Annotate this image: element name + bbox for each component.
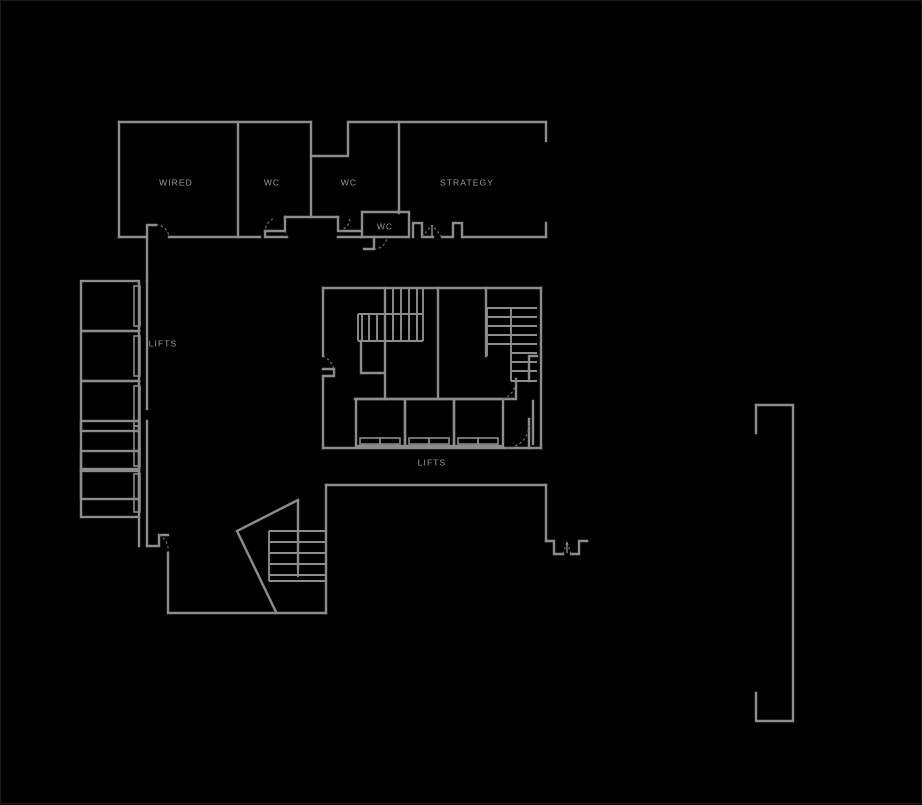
- room-label-strategy: STRATEGY: [440, 177, 494, 187]
- core-label-lifts-west: LIFTS: [149, 338, 178, 348]
- central-stair: [357, 288, 424, 342]
- south-block-walls: [324, 483, 589, 615]
- room-label-wc-3: WC: [377, 221, 393, 231]
- east-boundary-wall: [754, 403, 795, 723]
- west-lift-bank-lower: [79, 419, 141, 519]
- west-lobby-walls: [137, 279, 328, 615]
- central-core-partitions: [353, 286, 503, 401]
- west-lift-doors: [133, 285, 141, 513]
- room-label-wired: WIRED: [159, 177, 193, 187]
- central-core-outline: [321, 286, 543, 450]
- west-lift-bank: [79, 279, 141, 501]
- wc-3-room: [360, 210, 411, 239]
- north-block-walls: [117, 120, 548, 283]
- central-lift-cabins: [354, 397, 505, 448]
- north-block-doors: [155, 218, 443, 250]
- central-core-east-doors: [501, 354, 539, 450]
- central-lift-doors: [359, 437, 499, 445]
- angled-stair-enclosure: [235, 498, 300, 614]
- room-label-wc-1: WC: [264, 177, 280, 187]
- room-label-wc-2: WC: [341, 177, 357, 187]
- core-label-lifts-centre: LIFTS: [418, 457, 447, 467]
- angled-stair-treads: [268, 530, 326, 582]
